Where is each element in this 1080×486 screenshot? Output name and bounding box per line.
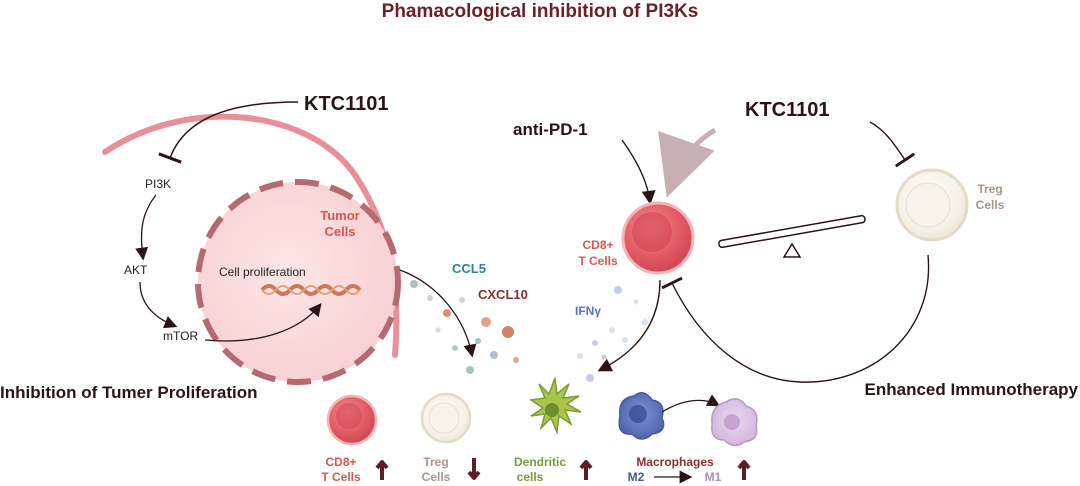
- ifn-dots: [577, 286, 648, 382]
- macrophage-m2-label: M2: [628, 470, 645, 484]
- dc-line2: cells: [517, 470, 544, 484]
- cytokine-ccl5: CCL5: [452, 261, 486, 276]
- macrophage-m1-label: M1: [705, 470, 722, 484]
- ifn-release-arrow: [597, 279, 661, 372]
- seesaw-balance-icon: [718, 214, 866, 258]
- treg-down-arrow-icon: [467, 458, 481, 480]
- cytokine-dots: [410, 280, 519, 374]
- ktc-inhibit-treg-arrow: [869, 121, 916, 168]
- macrophage-up-arrow-icon: [737, 460, 751, 480]
- cytokine-release-arrow: [399, 269, 477, 358]
- treg-nucleus: [905, 182, 951, 228]
- pathway-akt: AKT: [124, 263, 148, 277]
- dna-strand-icon: [261, 285, 361, 295]
- diagram-title: Phamacological inhibition of PI3Ks: [382, 1, 699, 22]
- treg-bottom-line1: Treg: [423, 455, 448, 469]
- macrophage-m2: [618, 392, 665, 440]
- cd8-up-arrow-icon: [375, 460, 389, 480]
- cd8-right-line2: T Cells: [578, 254, 618, 268]
- pathway-mtor: mTOR: [163, 329, 198, 343]
- dna-icon: [260, 284, 362, 296]
- anti-pd1-arrow: [621, 139, 656, 205]
- dendritic-cell: [528, 377, 582, 435]
- cd8-right-line1: CD8+: [582, 238, 613, 252]
- tumor-label-line1: Tumor: [320, 208, 359, 223]
- macrophage-title: Macrophages: [636, 455, 714, 469]
- ktc1101-right-label: KTC1101: [745, 99, 830, 121]
- dc-line1: Dendritic: [514, 455, 566, 469]
- ifn-gamma-label: IFNγ: [575, 304, 601, 318]
- dc-up-arrow-icon: [579, 460, 593, 480]
- pi3k-to-akt-arrow: [135, 194, 157, 261]
- macrophage-m1: [711, 398, 758, 447]
- m2-to-m1-arrow: [661, 394, 721, 413]
- anti-pd1-label: anti-PD-1: [513, 120, 588, 139]
- treg-bottom-nucleus: [428, 402, 460, 434]
- treg-right-line1: Treg: [977, 182, 1002, 196]
- pathway-pi3k: PI3K: [145, 177, 171, 191]
- mtor-to-proliferation-arrow: [204, 302, 322, 342]
- cd8-bottom-line1: CD8+: [325, 455, 356, 469]
- right-section-title: Enhanced Immunotherapy: [865, 380, 1079, 399]
- ktc-enhance-cd8-arrow: [658, 127, 717, 198]
- tumor-cell: [195, 179, 401, 385]
- cd8-nucleus: [632, 212, 672, 252]
- akt-to-mtor-arrow: [139, 281, 178, 329]
- treg-bottom-line2: Cells: [422, 470, 451, 484]
- tumor-label-line2: Cells: [324, 224, 355, 239]
- treg-suppress-cd8-arrow: [661, 254, 930, 383]
- cd8-bottom-line2: T Cells: [321, 470, 361, 484]
- cd8-bottom-nucleus: [336, 403, 362, 429]
- left-section-title: Inhibition of Tumer Proliferation: [0, 383, 258, 402]
- ktc1101-left-label: KTC1101: [304, 93, 389, 115]
- cytokine-cxcl10: CXCL10: [478, 287, 528, 302]
- cell-proliferation-label: Cell proliferation: [219, 265, 306, 279]
- ktc-inhibit-pi3k-arrow: [158, 101, 299, 164]
- treg-right-line2: Cells: [976, 198, 1005, 212]
